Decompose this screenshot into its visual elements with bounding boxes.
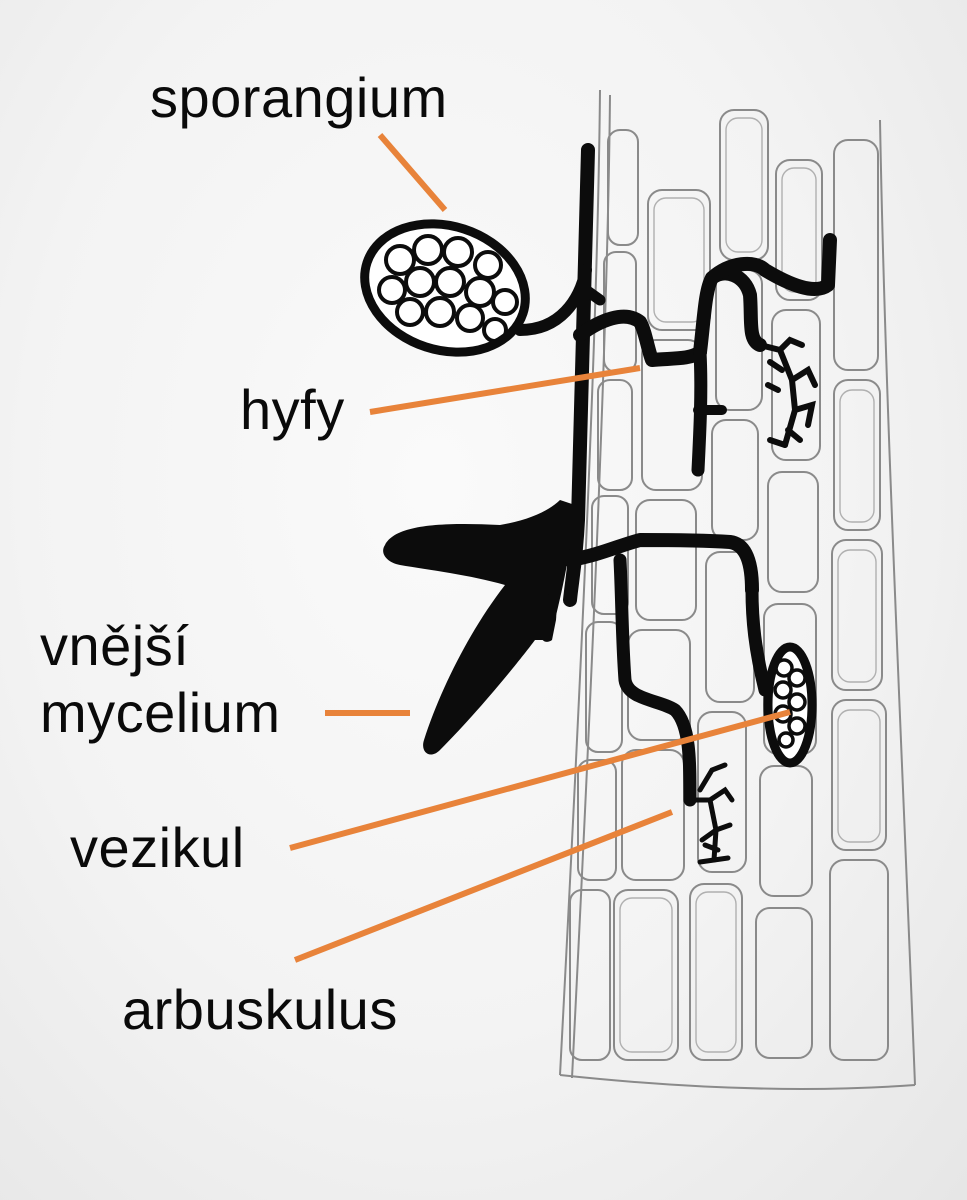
cell [622,750,684,880]
cell [834,140,878,370]
label-sporangium: sporangium [150,70,448,126]
cell [712,420,758,540]
cell-inner [620,898,672,1052]
cell [690,884,742,1060]
sporangium-structure [348,204,542,373]
leader-sporangium [380,135,445,210]
label-hyfy: hyfy [240,382,345,438]
cell-inner [696,892,736,1052]
label-mycelium: mycelium [40,685,280,741]
cell-inner [726,118,762,252]
cell [834,380,880,530]
cell-inner [782,168,816,292]
root-right-edge [880,120,915,1085]
cell [832,700,886,850]
cell-inner [840,390,874,522]
cell [832,540,882,690]
label-vezikul: vezikul [70,820,245,876]
cell [570,890,610,1060]
cell [608,130,638,245]
cell [760,766,812,896]
root-bottom-edge [560,1075,915,1089]
cell [636,500,696,620]
cell [614,890,678,1060]
cell [720,110,768,260]
cell-inner [654,198,704,322]
leader-hyfy [370,368,640,412]
root-cell-grid [560,90,915,1089]
cell [756,908,812,1058]
cell-inner [838,550,876,682]
label-vnejsi: vnější [40,618,189,674]
vesicle-structure [768,647,812,763]
cell [768,472,818,592]
arbuscule-upper [760,340,815,445]
cell-inner [838,710,880,842]
cell [830,860,888,1060]
label-arbuskulus: arbuskulus [122,982,398,1038]
